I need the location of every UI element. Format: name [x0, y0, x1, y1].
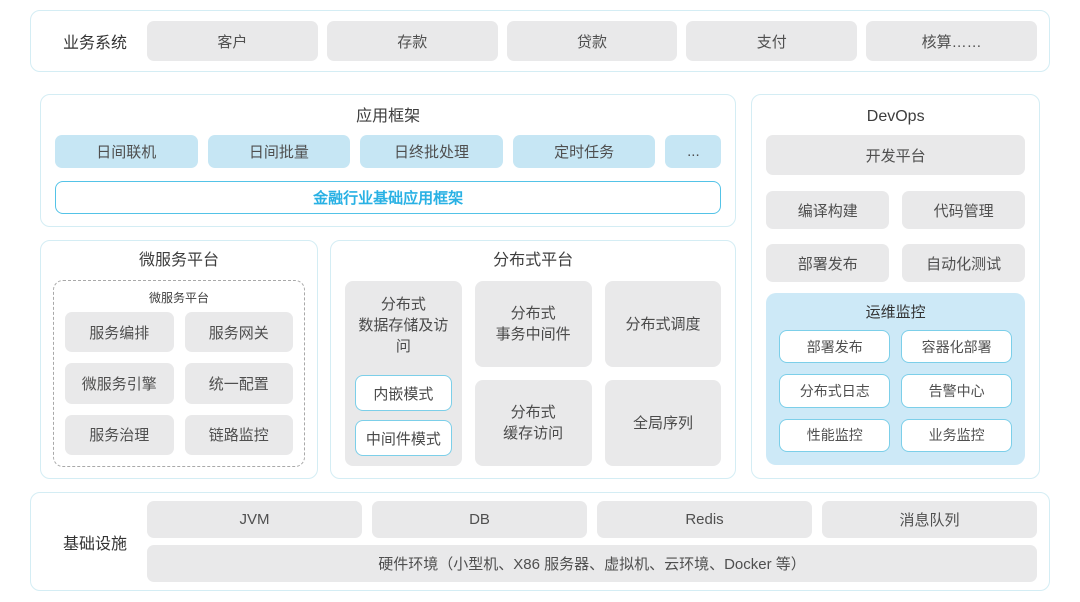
infra-item-redis: Redis — [597, 501, 812, 538]
infrastructure-items: JVM DB Redis 消息队列 — [147, 501, 1037, 538]
ops-item-containerized-deploy: 容器化部署 — [901, 330, 1012, 364]
ops-item-deploy-release: 部署发布 — [779, 330, 891, 364]
business-systems-label: 业务系统 — [62, 35, 127, 52]
ms-item-service-governance: 服务治理 — [65, 414, 174, 455]
business-systems-band: 业务系统 客户 存款 贷款 支付 核算…… — [30, 10, 1050, 72]
app-framework-items: 日间联机 日间批量 日终批处理 定时任务 ... — [55, 135, 722, 168]
distributed-items: 分布式 数据存储及访问 内嵌模式 中间件模式 分布式 事务中间件 分布式调度 分… — [345, 281, 722, 466]
microservice-platform-card: 微服务平台 微服务平台 服务编排 服务网关 微服务引擎 统一配置 服务治理 链路… — [40, 240, 318, 479]
ops-item-alert-center: 告警中心 — [901, 374, 1012, 408]
af-item-eod-batch: 日终批处理 — [360, 135, 503, 168]
microservice-inner-box: 微服务平台 服务编排 服务网关 微服务引擎 统一配置 服务治理 链路监控 — [53, 280, 305, 467]
distributed-platform-title: 分布式平台 — [493, 252, 574, 269]
app-framework-card: 应用框架 日间联机 日间批量 日终批处理 定时任务 ... 金融行业基础应用框架 — [40, 94, 737, 227]
ms-item-service-gateway: 服务网关 — [184, 312, 293, 353]
ops-item-business-monitor: 业务监控 — [901, 418, 1012, 452]
dist-data-storage-box: 分布式 数据存储及访问 内嵌模式 中间件模式 — [345, 281, 462, 466]
af-item-daytime-online: 日间联机 — [55, 135, 198, 168]
distributed-platform-card: 分布式平台 分布式 数据存储及访问 内嵌模式 中间件模式 分布式 事务中间件 分… — [330, 240, 737, 479]
infrastructure-content: JVM DB Redis 消息队列 硬件环境（小型机、X86 服务器、虚拟机、云… — [147, 501, 1037, 582]
ops-item-performance-monitor: 性能监控 — [779, 418, 891, 452]
infrastructure-label: 基础设施 — [62, 535, 127, 553]
infrastructure-band: 基础设施 JVM DB Redis 消息队列 硬件环境（小型机、X86 服务器、… — [30, 492, 1050, 591]
app-framework-title: 应用框架 — [356, 108, 421, 125]
af-item-scheduled-task: 定时任务 — [512, 135, 656, 168]
infra-item-message-queue: 消息队列 — [822, 501, 1037, 538]
ops-monitor-box: 运维监控 部署发布 容器化部署 分布式日志 告警中心 性能监控 业务监控 — [766, 293, 1025, 465]
dist-scheduler: 分布式调度 — [604, 281, 722, 367]
devops-item-build: 编译构建 — [766, 191, 890, 229]
microservice-inner-title: 微服务平台 — [148, 291, 209, 305]
af-item-more: ... — [665, 135, 722, 168]
devops-title: DevOps — [866, 108, 925, 125]
dist-global-sequence: 全局序列 — [604, 380, 722, 466]
infra-hardware-env: 硬件环境（小型机、X86 服务器、虚拟机、云环境、Docker 等） — [147, 545, 1037, 582]
base-framework-box: 金融行业基础应用框架 — [55, 180, 722, 214]
dist-transaction-middleware: 分布式 事务中间件 — [474, 281, 592, 367]
microservice-items: 服务编排 服务网关 微服务引擎 统一配置 服务治理 链路监控 — [65, 312, 293, 455]
dist-data-storage-title: 分布式 数据存储及访问 — [358, 296, 449, 355]
ms-item-trace-monitor: 链路监控 — [184, 414, 293, 455]
devops-item-code-management: 代码管理 — [902, 191, 1025, 229]
infra-item-jvm: JVM — [147, 501, 362, 538]
business-systems-items: 客户 存款 贷款 支付 核算…… — [147, 21, 1037, 61]
devops-dev-platform: 开发平台 — [766, 135, 1025, 175]
ms-item-microservice-engine: 微服务引擎 — [65, 363, 174, 404]
dist-cache-access: 分布式 缓存访问 — [474, 380, 592, 466]
ops-monitor-items: 部署发布 容器化部署 分布式日志 告警中心 性能监控 业务监控 — [779, 330, 1012, 452]
devops-card: DevOps 开发平台 编译构建 代码管理 部署发布 自动化测试 运维监控 部署… — [751, 94, 1040, 479]
ms-item-service-orchestration: 服务编排 — [65, 312, 174, 353]
middle-left-column: 应用框架 日间联机 日间批量 日终批处理 定时任务 ... 金融行业基础应用框架… — [40, 94, 737, 479]
business-item-payment: 支付 — [686, 21, 858, 61]
ms-item-unified-config: 统一配置 — [184, 363, 293, 404]
af-item-daytime-batch: 日间批量 — [207, 135, 351, 168]
business-item-accounting: 核算…… — [866, 21, 1037, 61]
dist-embedded-mode: 内嵌模式 — [355, 375, 452, 411]
infra-item-db: DB — [372, 501, 587, 538]
business-item-loan: 贷款 — [506, 21, 678, 61]
business-item-customer: 客户 — [147, 21, 318, 61]
devops-items: 编译构建 代码管理 部署发布 自动化测试 — [766, 191, 1025, 282]
ops-monitor-title: 运维监控 — [865, 304, 926, 321]
devops-item-automated-testing: 自动化测试 — [902, 244, 1025, 282]
business-item-deposit: 存款 — [326, 21, 498, 61]
microservice-platform-title: 微服务平台 — [138, 252, 219, 269]
middle-area: 应用框架 日间联机 日间批量 日终批处理 定时任务 ... 金融行业基础应用框架… — [40, 94, 1040, 479]
dist-middleware-mode: 中间件模式 — [355, 420, 452, 456]
platform-row: 微服务平台 微服务平台 服务编排 服务网关 微服务引擎 统一配置 服务治理 链路… — [40, 240, 737, 479]
ops-item-distributed-log: 分布式日志 — [779, 374, 891, 408]
devops-item-deploy-release: 部署发布 — [766, 244, 890, 282]
